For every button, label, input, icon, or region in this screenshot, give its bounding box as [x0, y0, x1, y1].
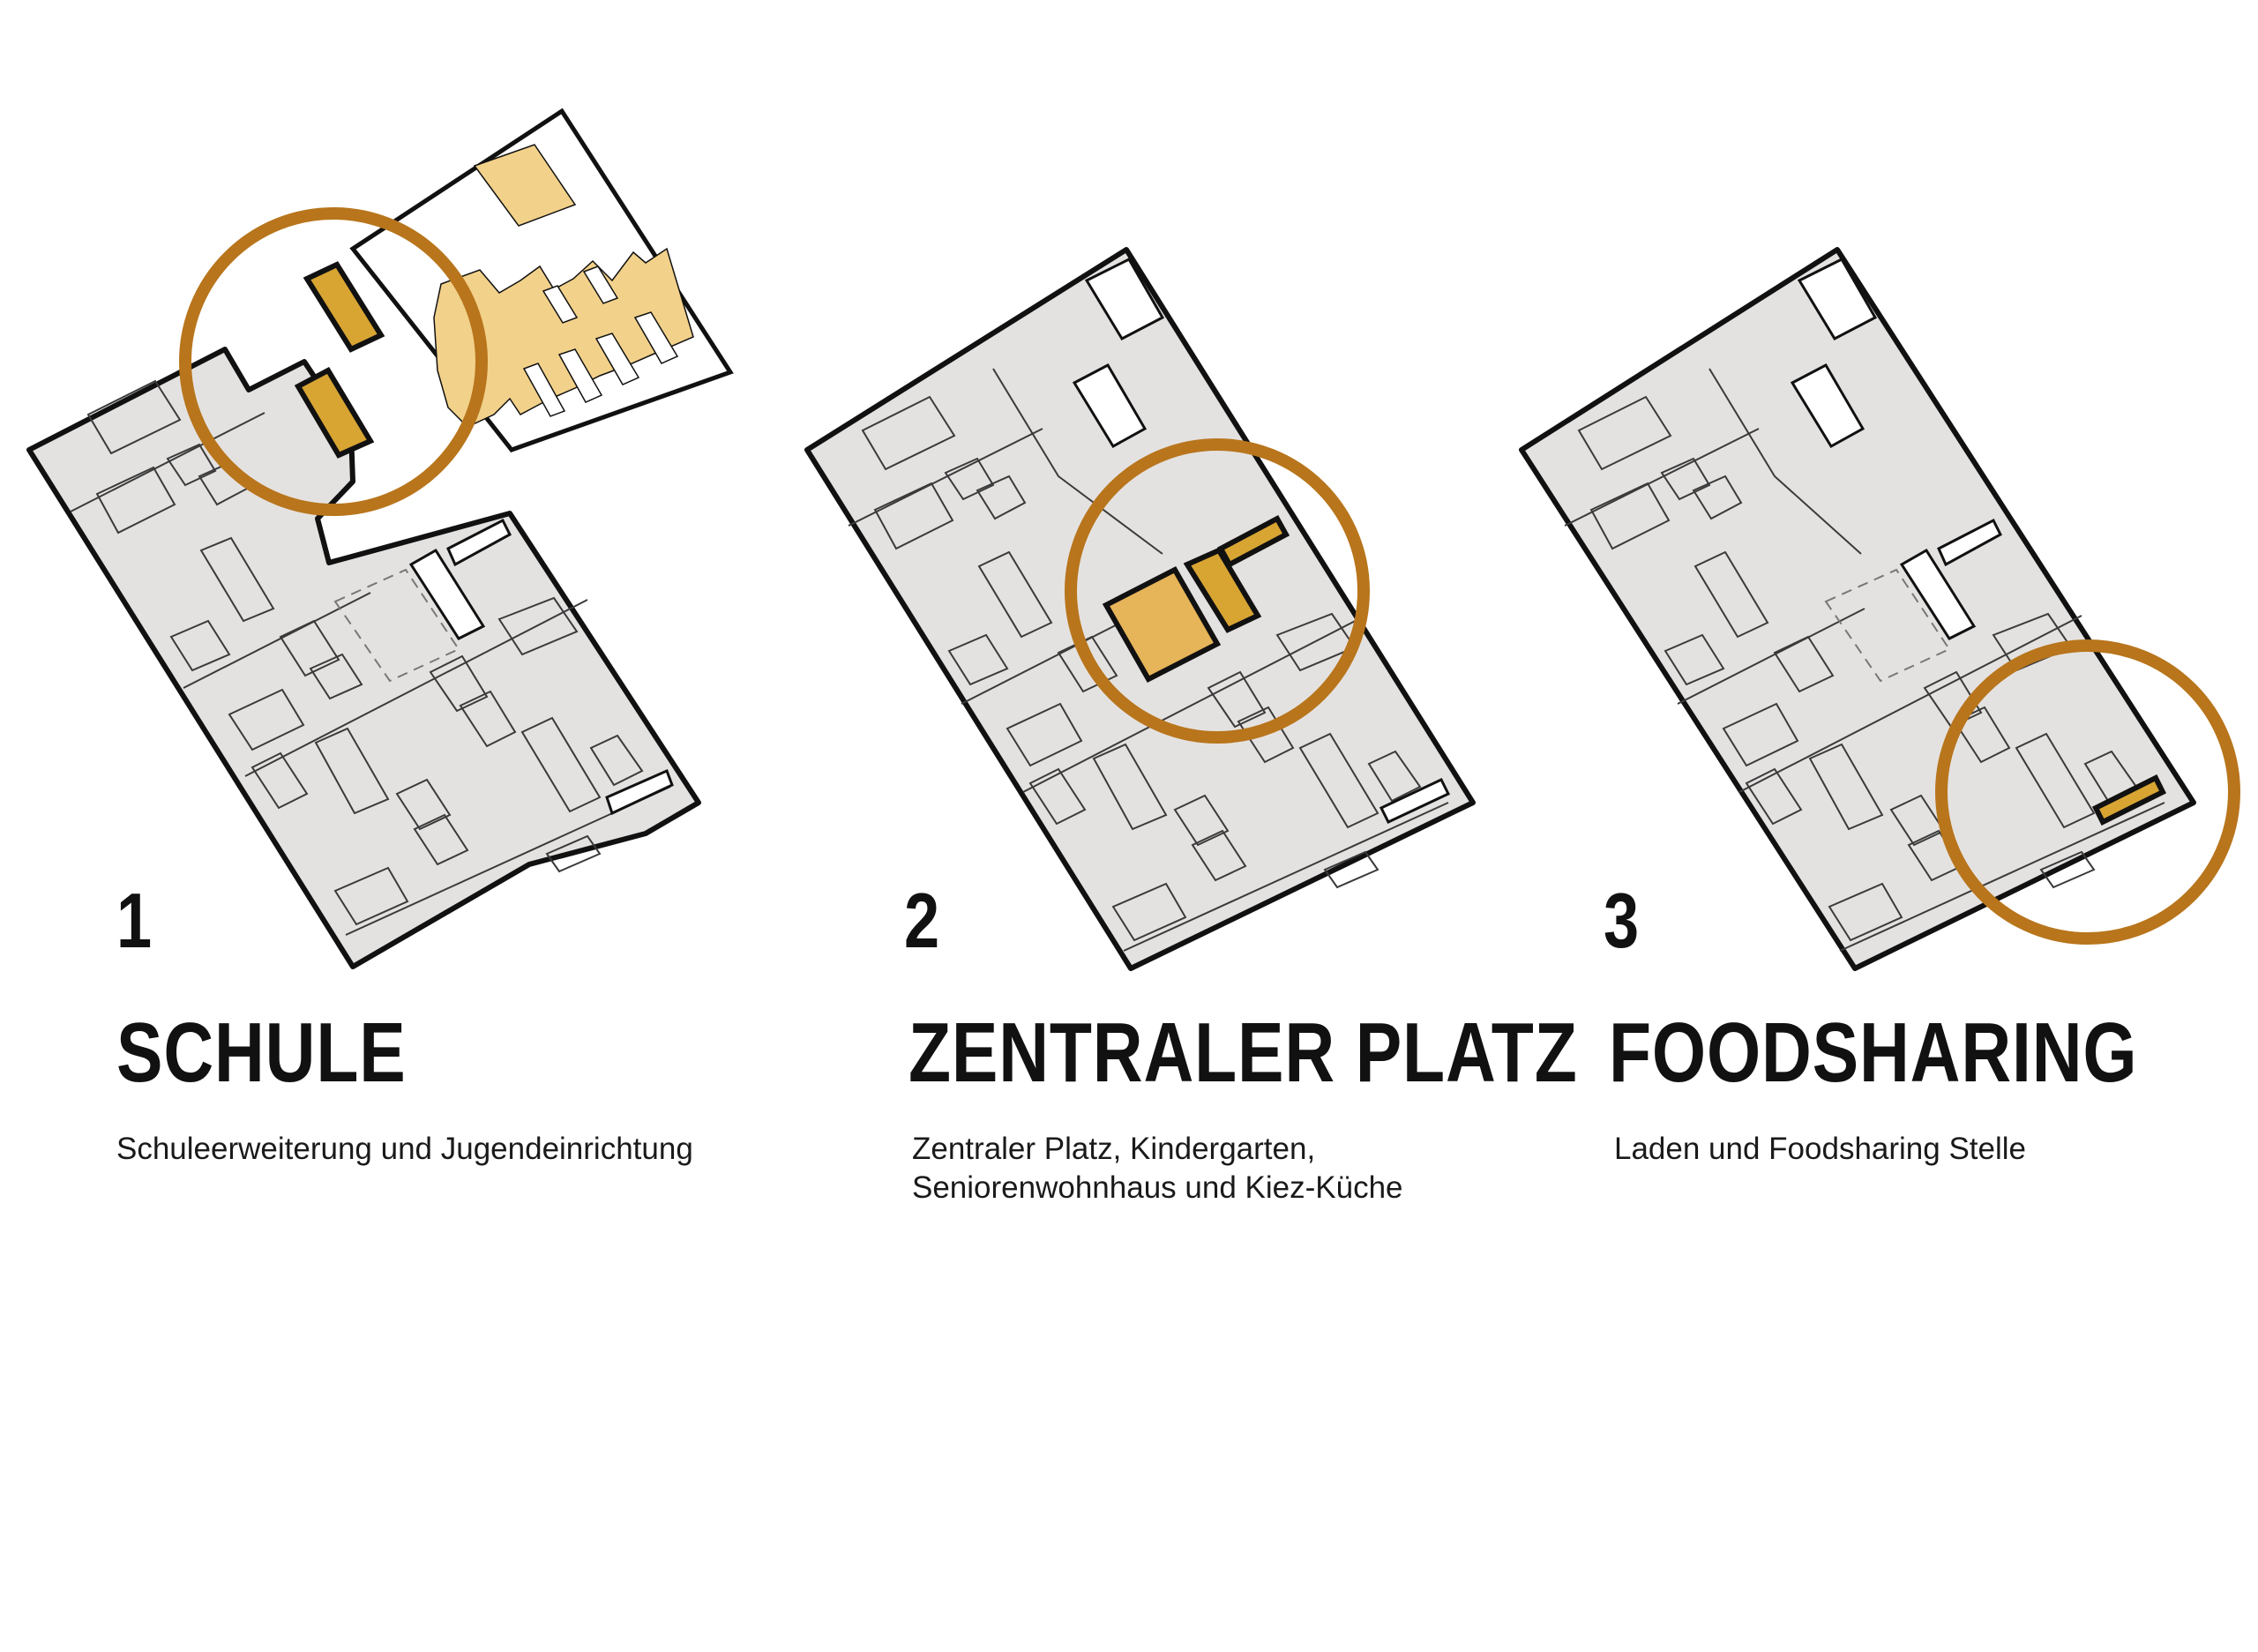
school-courtyards: [522, 265, 679, 417]
central-square-highlights: [1102, 514, 1290, 683]
panel-1-map: [26, 108, 734, 969]
site-buildings: [848, 368, 1449, 952]
panel-2-desc-line-2: Seniorenwohnhaus und Kiez-Küche: [912, 1170, 1403, 1205]
foodsharing-highlight: [2091, 774, 2167, 826]
site-buildings: [1564, 368, 2165, 952]
panel-1-number: 1: [116, 877, 153, 964]
focus-ring-1: [179, 207, 488, 516]
school-extension-highlights: [294, 261, 385, 459]
focus-ring-3: [1935, 639, 2240, 945]
panel-3-desc-line-1: Laden und Foodsharing Stelle: [1614, 1132, 2027, 1166]
site-area: [1519, 247, 2196, 971]
panel-2-desc-line-1: Zentraler Platz, Kindergarten,: [912, 1132, 1316, 1166]
white-buildings: [1072, 258, 1451, 824]
white-buildings: [1790, 258, 2002, 640]
panel-2-number: 2: [904, 877, 940, 964]
panel-1-desc-line-1: Schuleerweiterung und Jugendeinrichtung: [116, 1132, 693, 1166]
panel-3-map: [1519, 247, 2240, 971]
panel-2-title: ZENTRALER PLATZ: [908, 1005, 1578, 1100]
white-buildings: [408, 518, 674, 816]
panel-1-title: SCHULE: [116, 1005, 407, 1100]
panel-3-number: 3: [1604, 877, 1640, 964]
panel-2-map: [804, 247, 1476, 971]
focus-ring-2: [1065, 438, 1370, 744]
panel-3-title: FOODSHARING: [1609, 1005, 2138, 1100]
site-area: [26, 347, 701, 969]
